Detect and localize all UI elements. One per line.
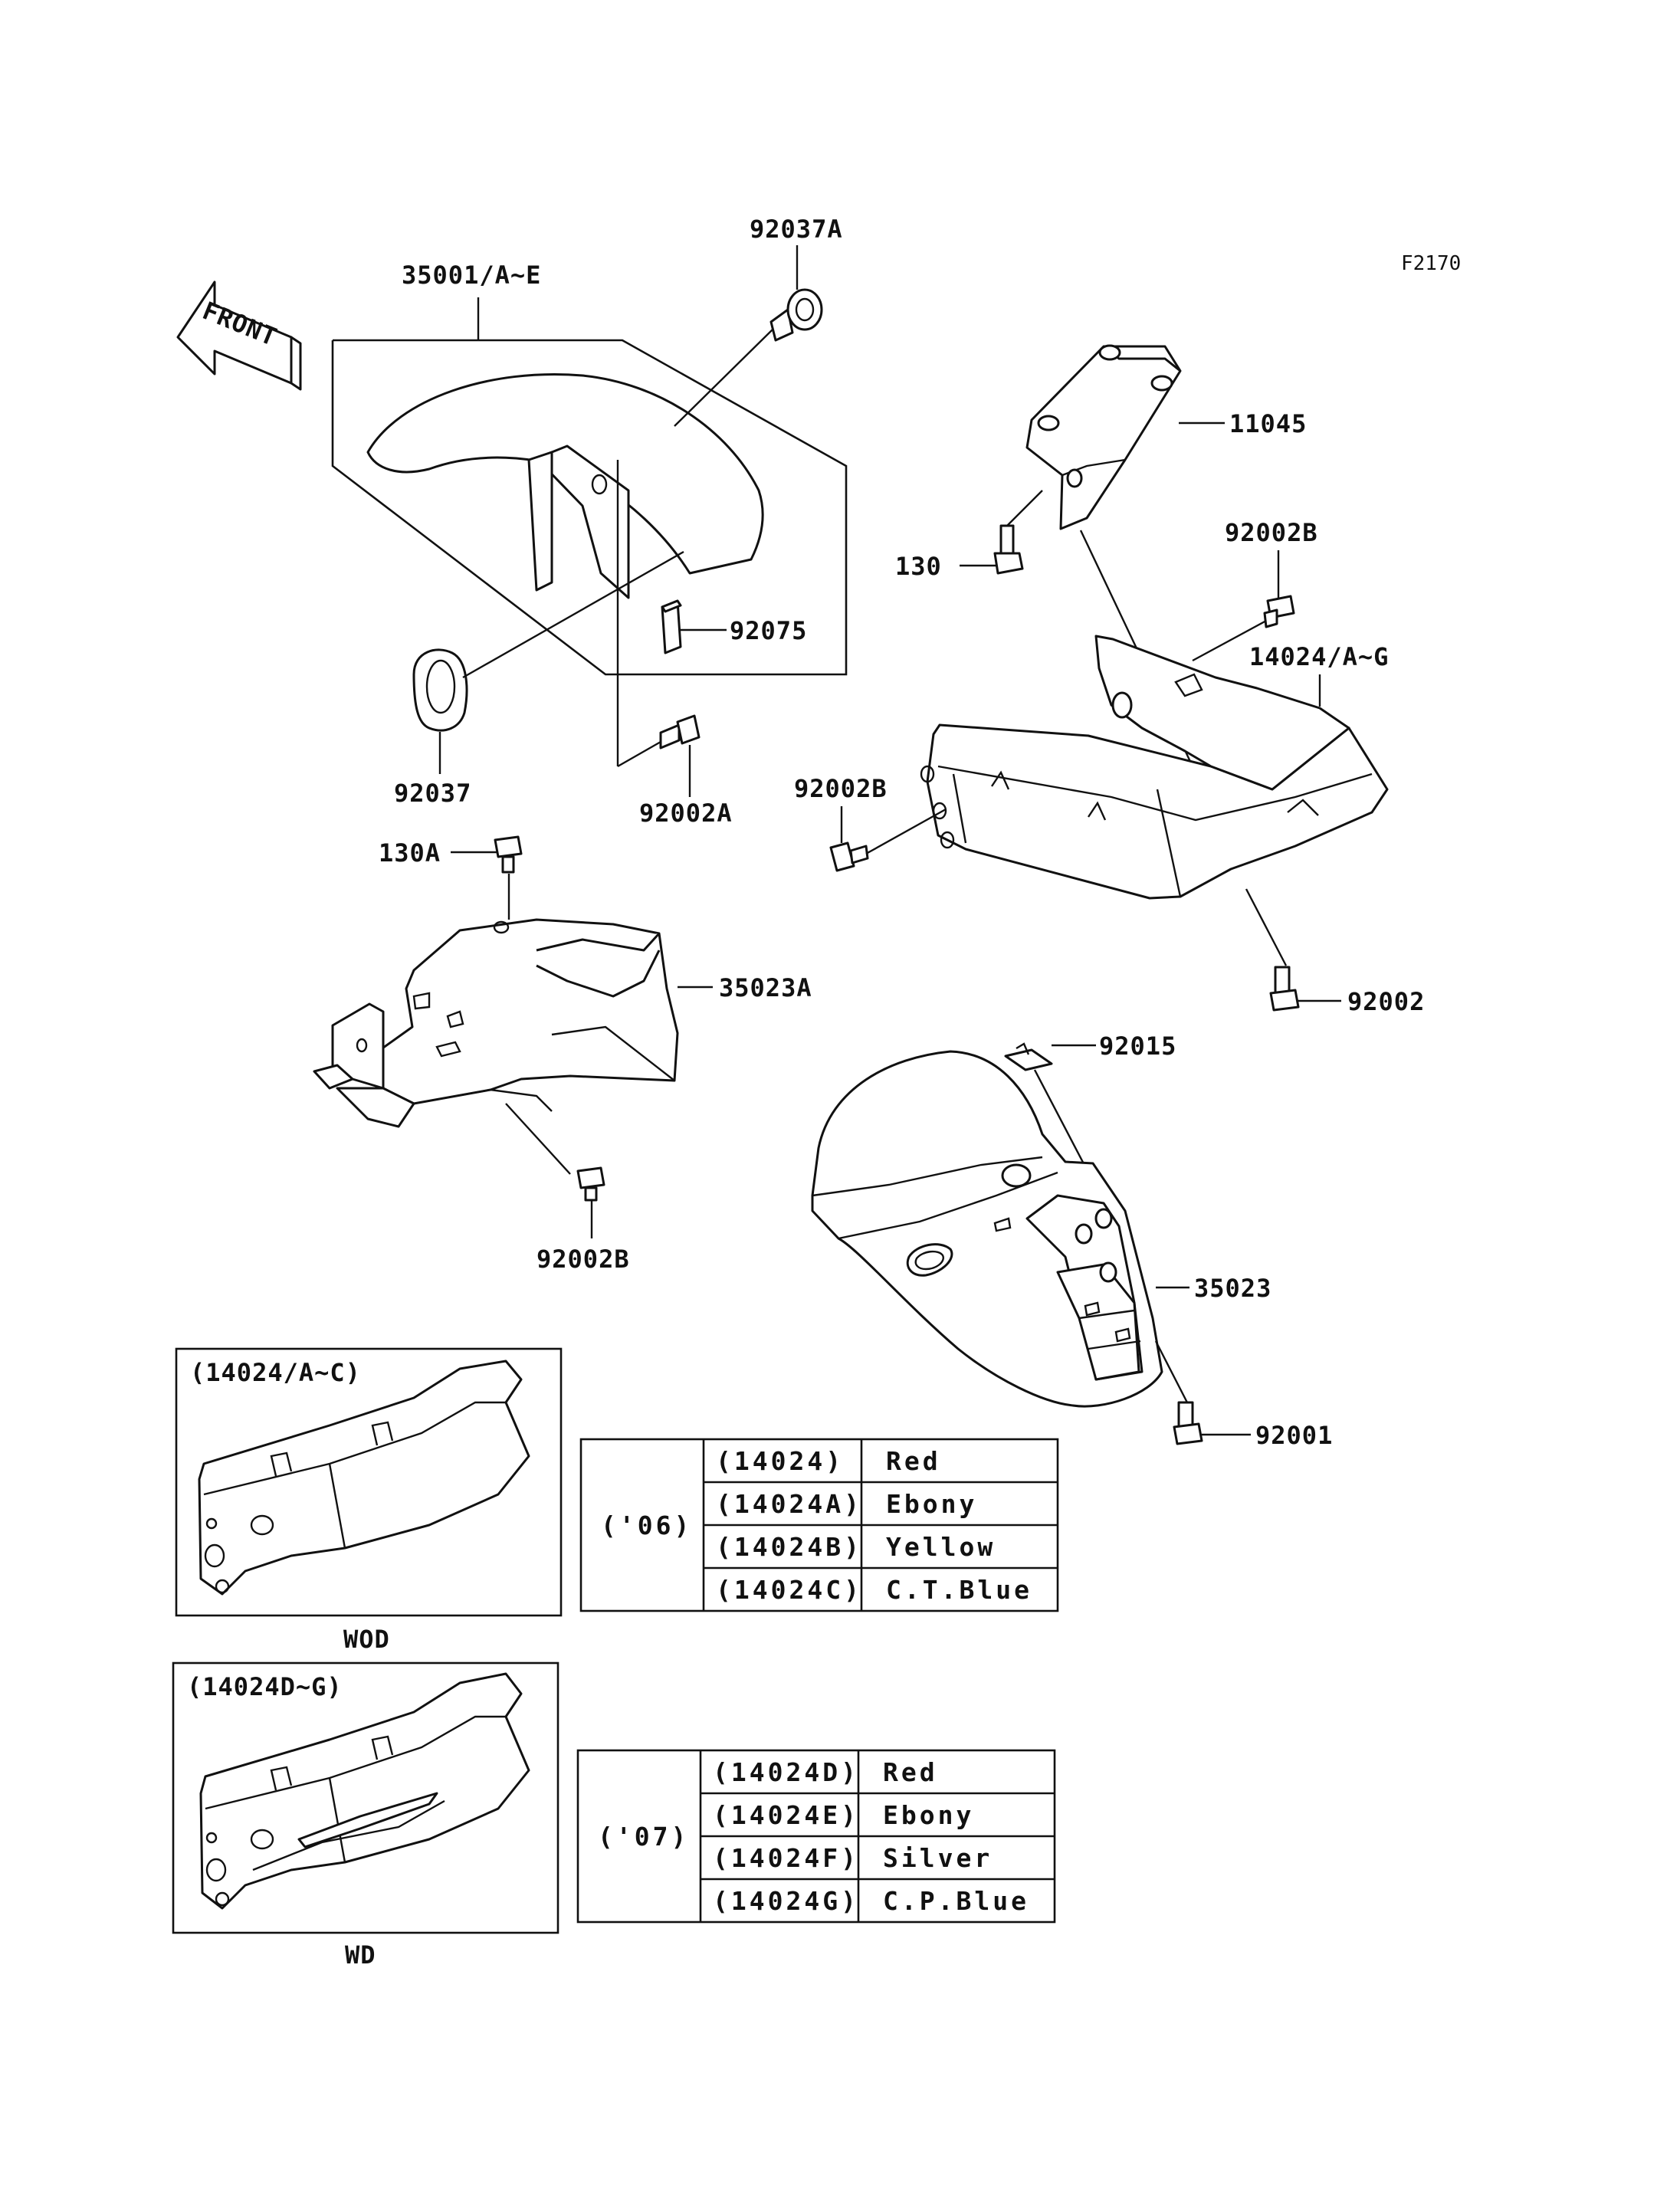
label-bolt-b-left: 92002B (794, 774, 888, 803)
table-06-part: (14024) (716, 1446, 844, 1476)
table-06-color: Ebony (886, 1489, 977, 1519)
bolt-130a-part (494, 835, 523, 874)
label-tail-cover: 14024/A~G (1249, 642, 1389, 671)
nut-92015-part (1004, 1042, 1053, 1071)
table-07-color: Red (883, 1757, 938, 1787)
label-bolt-b-bottom: 92002B (536, 1245, 630, 1274)
tail-cover-14024-part (920, 635, 1389, 900)
table-07-part: (14024F) (713, 1843, 859, 1873)
bolt-92002b-bottom-part (576, 1166, 605, 1202)
front-fender-group: 35001/A~E 92037A 92075 (331, 215, 848, 828)
table-07-color: Silver (883, 1843, 993, 1873)
label-bolt-92002: 92002 (1347, 987, 1425, 1016)
cushion-92075-part (661, 599, 682, 654)
table-06-color: Yellow (886, 1532, 996, 1562)
table-06-part: (14024C) (716, 1575, 862, 1605)
label-rear-fender: 35023 (1194, 1274, 1271, 1303)
table-06-year: ('06) (601, 1511, 692, 1540)
table-07-color: Ebony (883, 1800, 974, 1830)
label-cushion: 92075 (730, 616, 807, 645)
table-06-part: (14024B) (716, 1532, 862, 1562)
rear-fender-35023-part (811, 1050, 1163, 1408)
table-06-color: Red (886, 1446, 941, 1476)
label-bolt-130a: 130A (379, 838, 441, 868)
bolt-92002b-top-part (1263, 595, 1295, 628)
table-07-part: (14024D) (713, 1757, 859, 1787)
bolt-92002a-part (659, 714, 701, 750)
label-bolt-a: 92002A (639, 799, 733, 828)
label-bolt-130: 130 (895, 552, 942, 581)
bracket-11045-part (1025, 344, 1182, 530)
inset-wd-title: (14024D~G) (187, 1672, 343, 1701)
table-06-color: C.T.Blue (886, 1575, 1032, 1605)
color-table-07: ('07) (14024D) Red (14024E) Ebony (14024… (576, 1749, 1056, 1924)
label-nut: 92015 (1099, 1032, 1176, 1061)
label-inner-fender: 35023A (719, 973, 812, 1002)
table-07-color: C.P.Blue (883, 1886, 1029, 1916)
inset-wd-caption: WD (345, 1940, 376, 1970)
bolt-92002b-left-part (829, 841, 869, 872)
label-grommet: 92037 (394, 779, 471, 808)
bolt-92001-part (1173, 1401, 1203, 1445)
bolt-130-part (993, 524, 1024, 575)
label-bracket: 11045 (1229, 409, 1307, 438)
inner-fender-35023a-part (313, 918, 679, 1128)
clamp-92037a-part (769, 288, 823, 342)
table-07-year: ('07) (598, 1822, 689, 1852)
front-arrow-icon: FRONT (176, 280, 302, 391)
inset-wod-title: (14024/A~C) (190, 1358, 361, 1387)
inset-wd: (14024D~G) WD (172, 1661, 559, 1970)
label-bolt-b-top: 92002B (1225, 518, 1318, 547)
table-07-part: (14024G) (713, 1886, 859, 1916)
inset-wod-caption: WOD (343, 1625, 390, 1654)
table-07-part: (14024E) (713, 1800, 859, 1830)
label-clamp-a: 92037A (750, 215, 843, 244)
label-bolt-92001: 92001 (1255, 1421, 1333, 1450)
label-front-fender: 35001/A~E (402, 261, 541, 290)
diagram-code: F2170 (1401, 252, 1461, 275)
bolt-92002-part (1269, 966, 1300, 1012)
grommet-92037-part (412, 648, 468, 732)
color-table-06: ('06) (14024) Red (14024A) Ebony (14024B… (579, 1438, 1059, 1612)
table-06-part: (14024A) (716, 1489, 862, 1519)
front-fender-part (366, 372, 764, 599)
inset-wod: (14024/A~C) WOD (175, 1347, 563, 1654)
